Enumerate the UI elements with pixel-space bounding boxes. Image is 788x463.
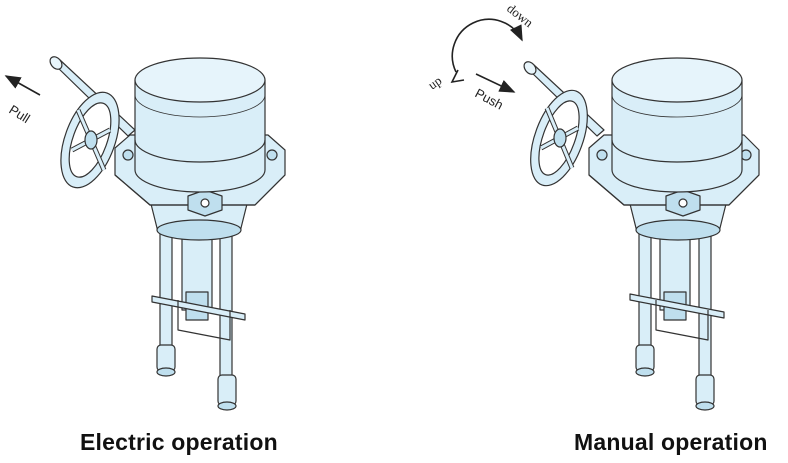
handwheel [60,91,120,189]
motor-housing [134,57,266,193]
push-label: Push [473,85,506,112]
electric-operation-figure: Pull Electric operation [4,56,286,455]
neck [149,199,249,241]
rotation-arrow: up down [425,1,536,93]
yoke-pillars [151,224,246,411]
actuator [523,57,760,411]
pull-label: Pull [6,102,32,126]
handwheel [530,89,588,187]
pull-arrow: Pull [4,75,41,126]
electric-operation-caption: Electric operation [80,429,278,455]
yoke-pillars [629,227,725,411]
up-label: up [425,73,444,93]
manual-actuator-drawing: up down Push [425,1,760,411]
manual-operation-figure: up down Push Manual operation [394,0,788,463]
manual-operation-caption: Manual operation [574,429,768,455]
actuator [49,56,286,411]
motor-housing [611,57,743,193]
push-arrow: Push [473,73,516,113]
electric-actuator-drawing: Pull [4,56,286,411]
